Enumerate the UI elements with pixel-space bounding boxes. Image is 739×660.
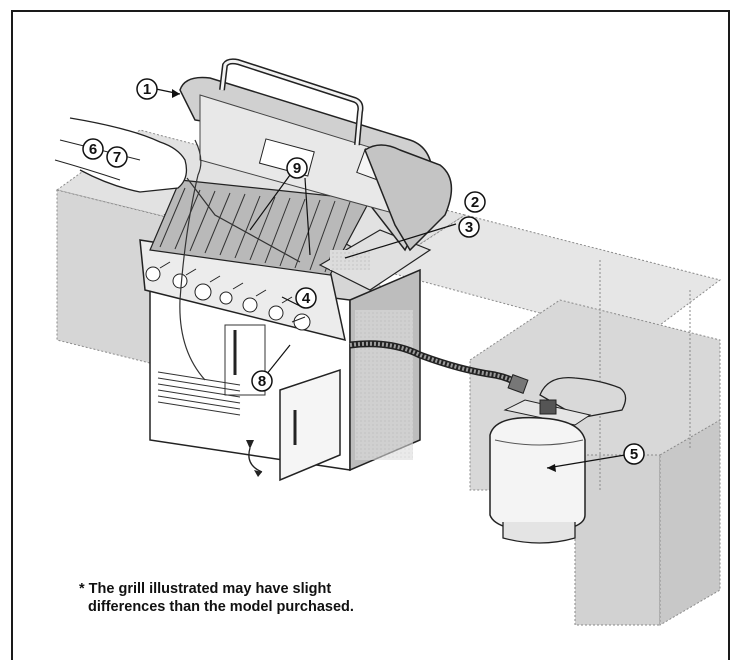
svg-text:1: 1 (143, 81, 151, 98)
footnote: * The grill illustrated may have slight … (79, 580, 354, 616)
callout-6: 6 (82, 138, 104, 160)
burner-knob-icon (242, 297, 258, 313)
burner-knob-icon (293, 313, 311, 331)
leader-lines (155, 88, 626, 469)
burner-knob-icon (219, 291, 233, 305)
burner-knob-icon (268, 305, 284, 321)
callout-5: 5 (623, 443, 645, 465)
svg-text:7: 7 (113, 149, 121, 166)
hand-lighting-match (54, 117, 301, 381)
callout-7: 7 (106, 146, 128, 168)
svg-text:9: 9 (293, 160, 301, 177)
propane-tank (489, 376, 627, 544)
callout-1: 1 (136, 78, 158, 100)
callouts: 1 2 3 4 5 6 7 8 9 (82, 78, 645, 465)
svg-text:4: 4 (302, 290, 311, 307)
door-swing-arrow-icon (248, 447, 263, 473)
burner-knob-icon (194, 283, 212, 301)
svg-text:8: 8 (258, 373, 266, 390)
burner-knob-icon (145, 266, 161, 282)
figure-frame (11, 10, 730, 660)
callout-3: 3 (458, 216, 480, 238)
callout-2: 2 (464, 191, 486, 213)
svg-text:5: 5 (630, 446, 638, 463)
svg-text:6: 6 (89, 141, 97, 158)
knob-arrows (291, 316, 306, 323)
footnote-line-2: differences than the model purchased. (88, 599, 354, 615)
svg-text:2: 2 (471, 194, 479, 211)
callout-8: 8 (251, 370, 273, 392)
burner-knob-icon (172, 273, 188, 289)
callout-4: 4 (295, 287, 317, 309)
svg-text:3: 3 (465, 219, 473, 236)
footnote-line-1: * The grill illustrated may have slight (79, 581, 332, 597)
cooking-grate (149, 179, 432, 291)
callout-9: 9 (286, 157, 308, 179)
gas-hose (349, 340, 529, 394)
